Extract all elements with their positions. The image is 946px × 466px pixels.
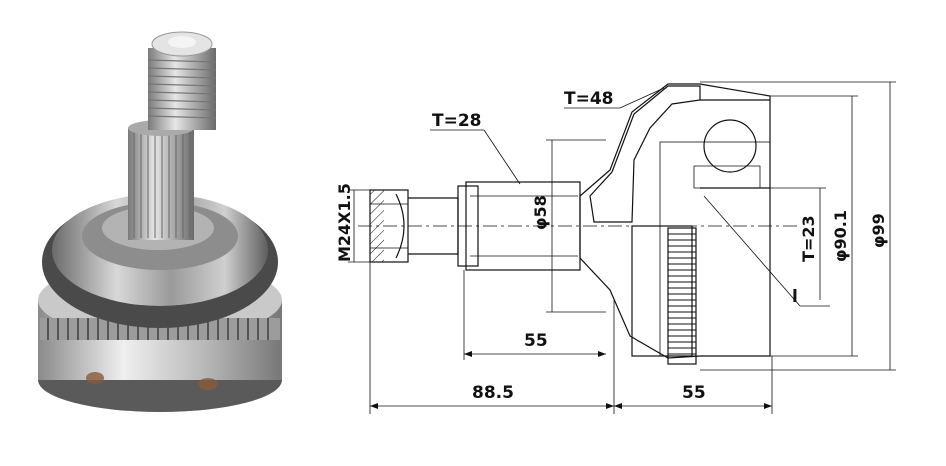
callout-t48: T=48 xyxy=(564,87,665,109)
shaft-diameter-label: φ58 xyxy=(531,195,550,230)
abs-ring-section xyxy=(667,227,697,365)
abs-ring-teeth xyxy=(40,318,280,340)
dim-55-inner: 55 xyxy=(463,270,606,360)
dia-mid-label: φ90.1 xyxy=(831,210,850,262)
mark-l-label: l xyxy=(792,287,798,307)
cv-joint-drawing: φ58 T=23 φ90.1 φ99 M24X1.5 xyxy=(335,81,896,414)
dia-outer-label: φ99 xyxy=(869,213,888,248)
bell-section xyxy=(579,83,801,365)
thread-section xyxy=(369,189,409,263)
spline-shaft xyxy=(128,120,194,240)
dim-bottom: 88.5 55 xyxy=(369,262,773,414)
threaded-stud xyxy=(147,31,217,130)
callout-l: l xyxy=(792,287,830,307)
dim-55-outer-label: 55 xyxy=(682,383,706,403)
t-outer-label: T=48 xyxy=(564,89,614,109)
dim-thread: M24X1.5 xyxy=(335,183,370,263)
t-inner-label: T=23 xyxy=(799,215,818,262)
t-shaft-label: T=28 xyxy=(432,111,482,131)
cv-joint-photo xyxy=(38,31,282,412)
dim-right-diameters: T=23 φ90.1 φ99 xyxy=(700,81,896,371)
thread-label: M24X1.5 xyxy=(335,183,354,262)
dim-55-inner-label: 55 xyxy=(524,331,548,351)
callout-t28: T=28 xyxy=(430,111,521,185)
dim-shaft-diameter: φ58 xyxy=(531,139,606,313)
dim-88-5-label: 88.5 xyxy=(472,383,514,403)
